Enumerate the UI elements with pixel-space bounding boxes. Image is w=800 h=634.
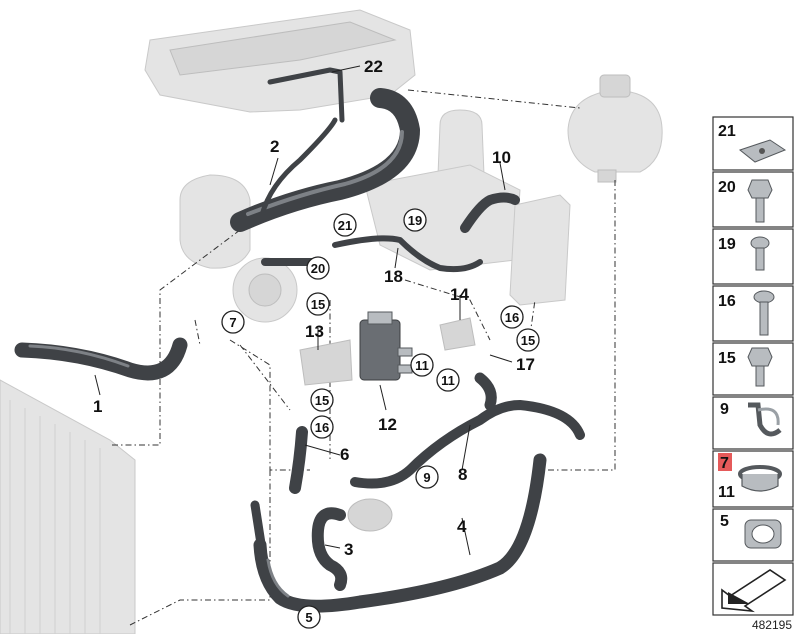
- panel-cell-20[interactable]: 20: [712, 171, 794, 228]
- callout-1: 1: [93, 397, 102, 416]
- callout-13: 13: [305, 322, 324, 341]
- callout-19-circled: 19: [408, 213, 422, 228]
- oil-filter-housing: [437, 109, 485, 176]
- torx-screw-long-icon: [753, 290, 775, 336]
- hex-bolt-washer-icon: [747, 347, 773, 387]
- panel-label-15: 15: [718, 350, 736, 367]
- callout-18: 18: [384, 267, 403, 286]
- callout-15-circled-a: 15: [311, 297, 325, 312]
- bracket-13: [299, 339, 353, 386]
- leader-lines: [94, 65, 513, 556]
- turbo-housing: [179, 174, 251, 269]
- pipe-2: [259, 117, 338, 218]
- callout-21-circled: 21: [338, 218, 352, 233]
- heat-exchanger: [509, 194, 571, 306]
- panel-cell-16[interactable]: 16: [712, 285, 794, 342]
- hose-2: [230, 88, 420, 232]
- panel-label-5: 5: [720, 513, 729, 530]
- hose-3: [311, 507, 348, 591]
- callout-10: 10: [492, 148, 511, 167]
- panel-cell-21[interactable]: 21: [712, 116, 794, 171]
- panel-label-9: 9: [720, 401, 729, 418]
- callout-17: 17: [516, 355, 535, 374]
- callout-15-circled-b: 15: [315, 393, 329, 408]
- bracket-14: [439, 317, 476, 351]
- hose-clip-icon: [748, 402, 782, 437]
- hose-4: [253, 453, 547, 613]
- callout-16-circled-b: 16: [505, 310, 519, 325]
- callout-2: 2: [270, 137, 279, 156]
- callout-22: 22: [364, 57, 383, 76]
- auxiliary-water-pump: [347, 498, 393, 532]
- panel-cell-19[interactable]: 19: [712, 228, 794, 285]
- callout-15-circled-c: 15: [521, 333, 535, 348]
- pipe-18: [332, 235, 483, 273]
- callout-labels: 1 2 3 4 6 8 10 12 13 14 17 18 22: [93, 57, 535, 559]
- hose-clamp-icon: [744, 519, 782, 549]
- callout-6: 6: [340, 445, 349, 464]
- hose-8-upper: [474, 372, 497, 411]
- hose-10: [460, 192, 520, 233]
- panel-label-21: 21: [718, 123, 736, 140]
- spring-clamp-icon: [738, 465, 782, 492]
- highlight-marker: [718, 453, 732, 471]
- hose-1: [14, 337, 188, 381]
- callout-5-circled: 5: [305, 610, 312, 625]
- expansion-tank: [567, 89, 663, 173]
- panel-cell-7-11[interactable]: 7 11: [712, 450, 794, 508]
- callout-8: 8: [458, 465, 467, 484]
- head-top: [169, 21, 397, 76]
- panel-label-20: 20: [718, 179, 736, 196]
- radiator-fins: [9, 400, 101, 634]
- background-components: [0, 9, 663, 634]
- pump-pulley: [248, 273, 282, 307]
- hoses: [14, 67, 585, 613]
- torx-screw-icon: [750, 236, 770, 271]
- callout-3: 3: [344, 540, 353, 559]
- direction-arrow-icon: [721, 569, 787, 613]
- callout-16-circled-a: 16: [315, 420, 329, 435]
- callout-7-circled: 7: [229, 315, 236, 330]
- callout-4: 4: [457, 517, 467, 536]
- hose-8: [350, 400, 585, 489]
- hose-6: [289, 426, 308, 494]
- panel-label-19: 19: [718, 236, 736, 253]
- callout-12: 12: [378, 415, 397, 434]
- panel-cell-15[interactable]: 15: [712, 342, 794, 396]
- tank-cap: [599, 74, 631, 98]
- panel-label-16: 16: [718, 293, 736, 310]
- callout-11-circled-b: 11: [441, 373, 455, 388]
- callout-9-circled: 9: [423, 470, 430, 485]
- callout-14: 14: [450, 285, 469, 304]
- tank-outlet: [597, 169, 617, 183]
- clip-nut-icon: [738, 139, 787, 163]
- panel-cell-9[interactable]: 9: [712, 396, 794, 450]
- connection-lines: [110, 89, 616, 626]
- diagram-reference-code: 482195: [751, 618, 792, 632]
- hex-bolt-icon: [747, 179, 773, 223]
- parts-side-panel: 21 20 19 16: [712, 116, 794, 616]
- panel-label-7: 7: [720, 455, 729, 472]
- callout-20-circled: 20: [311, 261, 325, 276]
- hose-5-branch: [250, 500, 267, 555]
- valve-block-12: [359, 311, 413, 381]
- panel-cell-5[interactable]: 5: [712, 508, 794, 562]
- callout-11-circled-a: 11: [415, 358, 429, 373]
- panel-cell-direction[interactable]: [712, 562, 794, 616]
- circled-callouts: 7 5 9 11 11 15 15 15 16 16 19 20 21: [221, 208, 540, 629]
- radiator: [0, 379, 136, 634]
- panel-label-11: 11: [718, 484, 735, 501]
